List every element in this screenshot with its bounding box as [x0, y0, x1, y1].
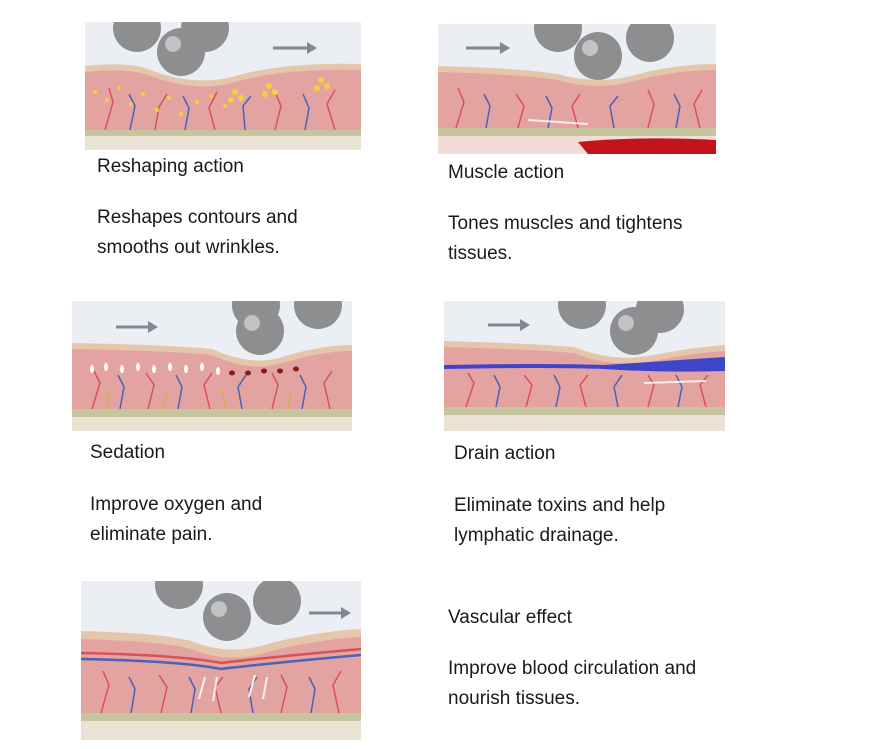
section-desc-reshaping: Reshapes contours and smooths out wrinkl…: [97, 203, 298, 263]
section-title-muscle: Muscle action: [448, 162, 565, 183]
section-title-sedation: Sedation: [90, 442, 166, 463]
reshaping-illustration: [85, 22, 361, 150]
section-title-drain: Drain action: [454, 443, 556, 464]
desc-line: Reshapes contours and: [97, 207, 298, 228]
muscle-illustration: [438, 24, 716, 154]
desc-line: Improve oxygen and: [90, 494, 263, 515]
vascular-illustration: [81, 581, 361, 740]
desc-line: lymphatic drainage.: [454, 525, 619, 546]
section-desc-vascular: Improve blood circulation and nourish ti…: [448, 654, 696, 714]
desc-line: Tones muscles and tightens: [448, 213, 683, 234]
section-desc-sedation: Improve oxygen and eliminate pain.: [90, 490, 262, 550]
desc-line: smooths out wrinkles.: [97, 237, 280, 258]
desc-line: nourish tissues.: [448, 688, 581, 709]
desc-line: Eliminate toxins and help: [454, 495, 666, 516]
sedation-illustration: [72, 301, 352, 431]
section-title-vascular: Vascular effect: [448, 607, 572, 628]
section-desc-drain: Eliminate toxins and help lymphatic drai…: [454, 491, 665, 551]
section-desc-muscle: Tones muscles and tightens tissues.: [448, 209, 682, 269]
desc-line: tissues.: [448, 243, 513, 264]
drain-illustration: [444, 301, 725, 431]
section-title-reshaping: Reshaping action: [97, 156, 244, 177]
desc-line: eliminate pain.: [90, 524, 213, 545]
desc-line: Improve blood circulation and: [448, 658, 697, 679]
